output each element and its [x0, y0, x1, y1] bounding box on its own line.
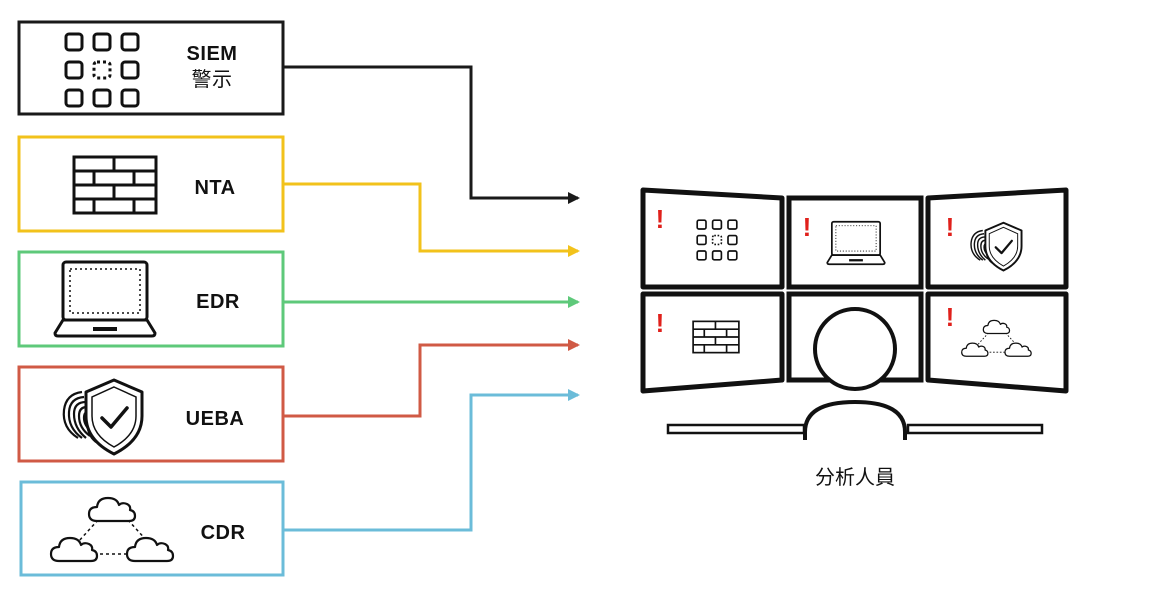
desk-right	[906, 423, 1044, 435]
analyst-workstation: ! ! ! ! !	[640, 187, 1069, 489]
cdr-label: CDR	[201, 522, 246, 544]
monitor-top-left: !	[640, 187, 785, 290]
source-edr: EDR	[17, 250, 285, 348]
ueba-arrow	[283, 339, 580, 418]
alert-icon: !	[656, 204, 665, 234]
monitor-bottom-right: !	[925, 291, 1069, 394]
alert-icon: !	[803, 212, 812, 242]
siem-label-sub: 警示	[192, 67, 233, 91]
edr-label: EDR	[196, 291, 240, 313]
source-nta: NTA	[17, 135, 285, 233]
alert-icon: !	[946, 302, 955, 332]
desk-left	[666, 423, 806, 435]
monitor-top-right: !	[925, 187, 1069, 290]
monitor-bottom-left: !	[640, 291, 785, 394]
nta-arrow	[283, 182, 580, 257]
source-ueba: UEBA	[17, 365, 285, 463]
person-icon	[798, 307, 912, 446]
nta-label: NTA	[194, 177, 235, 199]
alert-icon: !	[656, 308, 665, 338]
siem-label: SIEM	[187, 43, 238, 65]
source-siem: SIEM 警示	[17, 20, 285, 116]
analyst-caption: 分析人員	[815, 465, 895, 489]
siem-arrow	[283, 65, 580, 204]
cdr-arrow	[283, 389, 580, 532]
source-cdr: CDR	[19, 480, 285, 577]
alert-icon: !	[946, 212, 955, 242]
monitor-top-center: !	[786, 195, 924, 290]
ueba-label: UEBA	[186, 408, 245, 430]
